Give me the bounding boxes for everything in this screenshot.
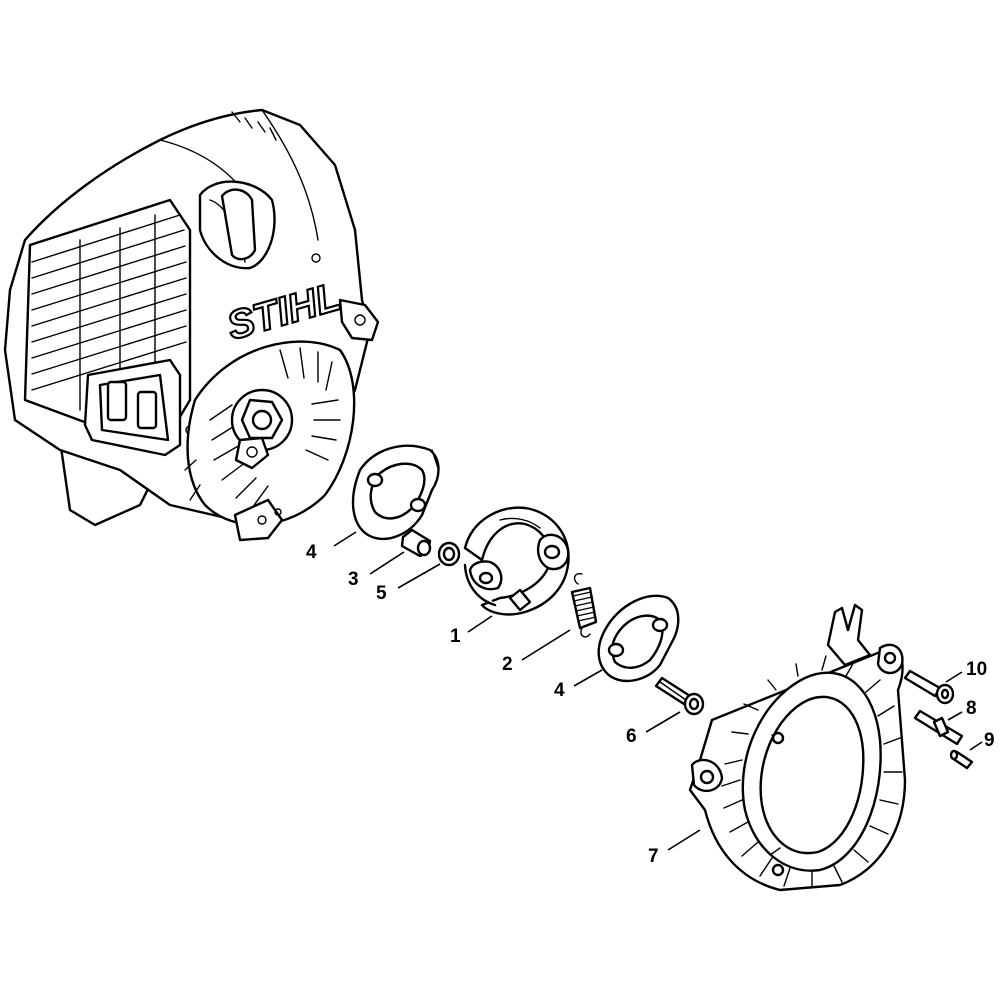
callout-6: 6 (626, 726, 637, 747)
leader-lines (333, 531, 983, 851)
screw-6 (654, 676, 705, 716)
stud-8 (913, 709, 964, 746)
callout-4-upper: 4 (306, 542, 317, 563)
tension-spring (570, 572, 598, 638)
callout-labels: 4 3 5 1 2 4 6 7 10 8 9 (306, 542, 995, 867)
callout-9: 9 (984, 730, 995, 751)
callout-2: 2 (502, 654, 513, 675)
callout-3: 3 (348, 569, 359, 590)
clutch-shoes (463, 506, 570, 616)
bolt-10 (903, 669, 955, 705)
clutch-carrier-plate-upper (351, 444, 440, 541)
fan-housing (688, 603, 907, 892)
callout-8: 8 (966, 698, 977, 719)
engine-housing: STIHL (3, 108, 380, 542)
callout-5: 5 (376, 583, 387, 604)
fan-wheel (184, 340, 356, 542)
callout-1: 1 (450, 626, 461, 647)
pin-9 (949, 749, 974, 770)
clutch-carrier-plate-lower (597, 594, 680, 683)
washer (437, 541, 461, 567)
callout-7: 7 (648, 846, 659, 867)
sleeve (400, 528, 432, 558)
callout-4-lower: 4 (554, 680, 565, 701)
callout-10: 10 (966, 659, 987, 680)
